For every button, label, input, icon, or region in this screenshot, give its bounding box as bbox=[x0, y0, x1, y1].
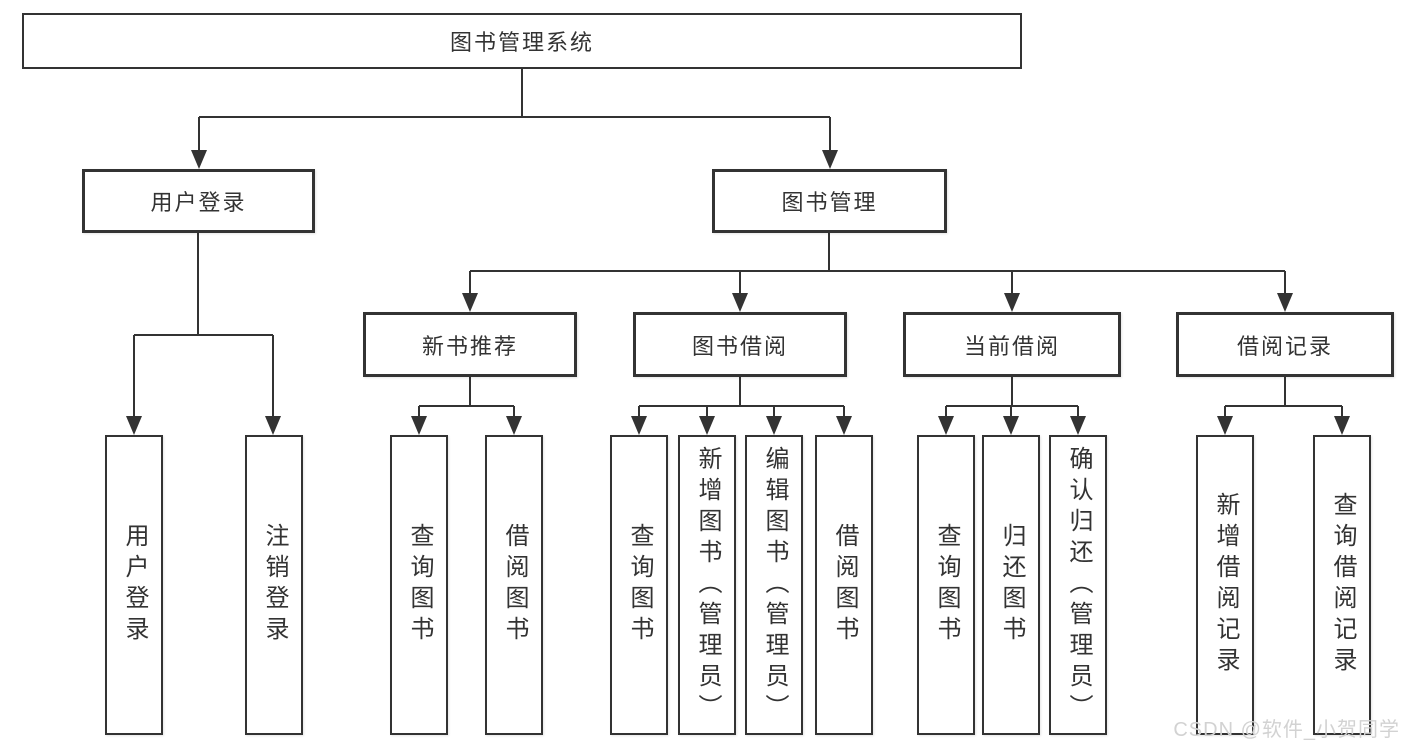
node-library-management-system: 图书管理系统 bbox=[22, 13, 1022, 69]
leaf-add-borrow-record: 新增借阅记录 bbox=[1196, 435, 1254, 735]
arrowhead-icons bbox=[126, 150, 1350, 435]
leaf-add-books-admin: 新增图书（管理员） bbox=[678, 435, 736, 735]
node-book-management: 图书管理 bbox=[712, 169, 947, 233]
node-new-book-recommendation: 新书推荐 bbox=[363, 312, 577, 377]
leaf-query-borrow-record: 查询借阅记录 bbox=[1313, 435, 1371, 735]
leaf-borrow-books-under-recommendation: 借阅图书 bbox=[485, 435, 543, 735]
node-book-borrowing: 图书借阅 bbox=[633, 312, 847, 377]
leaf-edit-books-admin: 编辑图书（管理员） bbox=[745, 435, 803, 735]
leaf-return-books: 归还图书 bbox=[982, 435, 1040, 735]
leaf-query-books-under-current: 查询图书 bbox=[917, 435, 975, 735]
leaf-borrow-books-under-borrowing: 借阅图书 bbox=[815, 435, 873, 735]
leaf-logout: 注销登录 bbox=[245, 435, 303, 735]
leaf-user-login: 用户登录 bbox=[105, 435, 163, 735]
leaf-confirm-return-admin: 确认归还（管理员） bbox=[1049, 435, 1107, 735]
node-borrowing-records: 借阅记录 bbox=[1176, 312, 1394, 377]
csdn-watermark: CSDN @软件_小贺同学 bbox=[1173, 719, 1400, 741]
leaf-query-books-under-recommendation: 查询图书 bbox=[390, 435, 448, 735]
node-user-login: 用户登录 bbox=[82, 169, 315, 233]
node-current-borrowing: 当前借阅 bbox=[903, 312, 1121, 377]
leaf-query-books-under-borrowing: 查询图书 bbox=[610, 435, 668, 735]
